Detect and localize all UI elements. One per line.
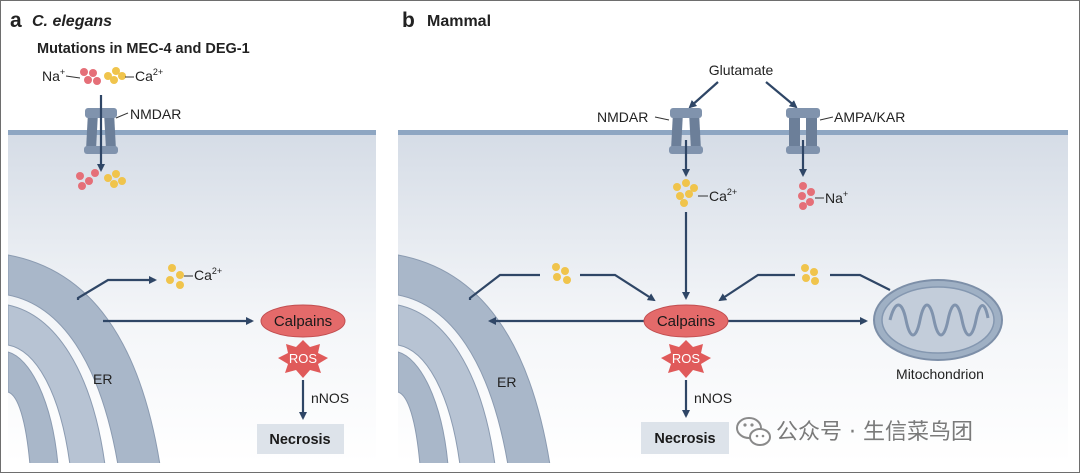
panel-a-ros-label: ROS xyxy=(289,351,318,366)
panel-b-er xyxy=(398,254,551,463)
panel-a-er xyxy=(8,254,161,463)
panel-a-na-label: Na+ xyxy=(42,67,65,84)
panel-b-nmdar-channel xyxy=(669,108,703,154)
panel-b-necrosis-label: Necrosis xyxy=(654,431,715,447)
panel-b-er-ca-to-calpain-arrow xyxy=(580,273,656,302)
panel-a-inside-ions xyxy=(76,169,126,190)
watermark-text: 公众号 · 生信菜鸟团 xyxy=(776,420,973,445)
panel-a-calpains xyxy=(260,304,346,338)
panel-a-subtitle: Mutations in MEC-4 and DEG-1 xyxy=(37,41,250,57)
panel-b-glutamate-nmdar-arrow xyxy=(688,81,719,109)
panel-b-calpains-label: Calpains xyxy=(657,313,715,330)
panel-a-ca-ions-cyto xyxy=(166,264,184,289)
panel-b-calpains xyxy=(643,304,729,338)
panel-b-ros-label: ROS xyxy=(672,351,701,366)
panel-b-ros-burst xyxy=(661,340,711,378)
panel-a-na-ions xyxy=(80,68,101,85)
panel-b-mito-ca-to-calpain-arrow xyxy=(718,273,795,302)
panel-a-ca-label: Ca2+ xyxy=(135,67,163,84)
panel-b-mito-release-line xyxy=(830,273,891,291)
panel-b-glutamate-label: Glutamate xyxy=(709,62,774,78)
panel-b-mitochondrion-label: Mitochondrion xyxy=(896,366,984,382)
panel-a-ca-label-cyto: Ca2+ xyxy=(194,266,222,283)
panel-b-membrane xyxy=(398,130,1068,135)
panel-a-title: C. elegans xyxy=(32,13,112,30)
panel-a-er-release-arrow xyxy=(76,276,157,300)
panel-b-er-ca-ions xyxy=(552,263,571,284)
panel-b-necrosis-box xyxy=(641,422,729,454)
panel-a-ros-burst xyxy=(278,340,328,378)
panel-b-mitochondrion xyxy=(873,279,1003,361)
panel-b-na-label: Na+ xyxy=(825,189,848,206)
panel-a-nnos-label: nNOS xyxy=(311,390,349,406)
panel-b-nnos-label: nNOS xyxy=(694,390,732,406)
panel-b-mito-ca-ions xyxy=(801,264,819,285)
panel-b-na-ions xyxy=(798,182,815,210)
panel-b-ca-ions xyxy=(673,179,698,207)
panel-a-calpains-label: Calpains xyxy=(274,313,332,330)
panel-b-nmdar-label: NMDAR xyxy=(597,109,648,125)
panel-a: ER a C. elegans Mutations in MEC-4 and D… xyxy=(8,9,376,463)
panel-a-receptor-label: NMDAR xyxy=(130,106,181,122)
panel-a-membrane xyxy=(8,130,376,135)
panel-a-necrosis-label: Necrosis xyxy=(269,432,330,448)
panel-b-ca-label: Ca2+ xyxy=(709,187,737,204)
panel-b-er-release-line xyxy=(468,273,540,300)
panel-b-er-label: ER xyxy=(497,374,516,390)
wechat-icon xyxy=(736,417,771,446)
panel-a-er-label: ER xyxy=(93,371,112,387)
panel-b-glutamate-ampa-arrow xyxy=(765,81,798,109)
panel-b: ER b Mammal Glutamate NMDAR AMPA/KAR xyxy=(398,9,1068,463)
watermark: 公众号 · 生信菜鸟团 xyxy=(736,417,973,446)
panel-b-letter: b xyxy=(402,9,415,32)
panel-b-title: Mammal xyxy=(427,13,491,30)
panel-b-ampa-label: AMPA/KAR xyxy=(834,109,905,125)
panel-a-ca-ions xyxy=(104,67,126,84)
panel-a-letter: a xyxy=(10,9,22,32)
panel-a-necrosis-box xyxy=(257,424,344,454)
